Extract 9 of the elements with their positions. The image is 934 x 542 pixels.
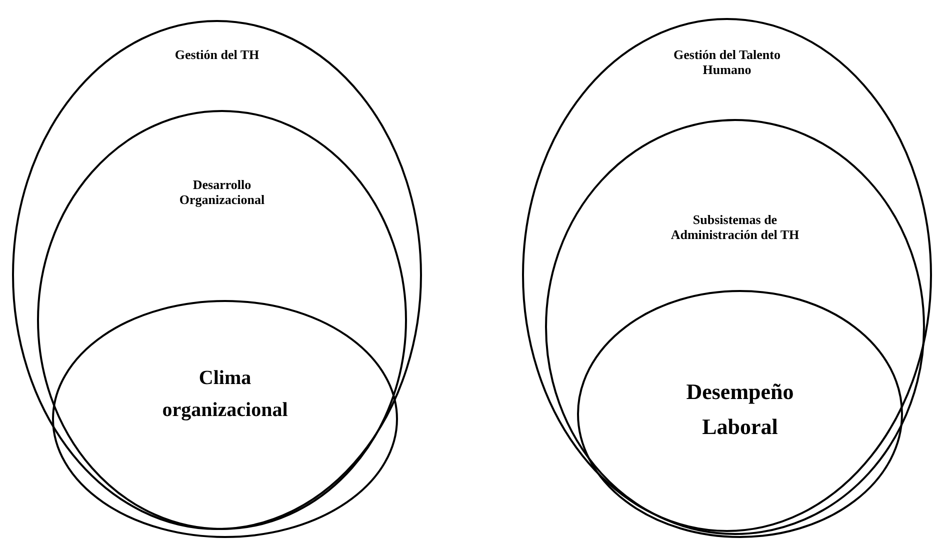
ellipse-label: Desempeño Laboral	[685, 378, 795, 442]
ellipse-label: Gestión del Talento Humano	[672, 48, 782, 78]
ellipse-label: Gestión del TH	[174, 48, 260, 63]
ellipse-label: Desarrollo Organizacional	[178, 178, 266, 208]
ellipse	[545, 119, 925, 535]
ellipse	[52, 300, 398, 538]
ellipse-label: Subsistemas de Administración del TH	[670, 213, 800, 243]
ellipse	[577, 290, 903, 538]
ellipse-label: Clima organizacional	[161, 366, 289, 423]
